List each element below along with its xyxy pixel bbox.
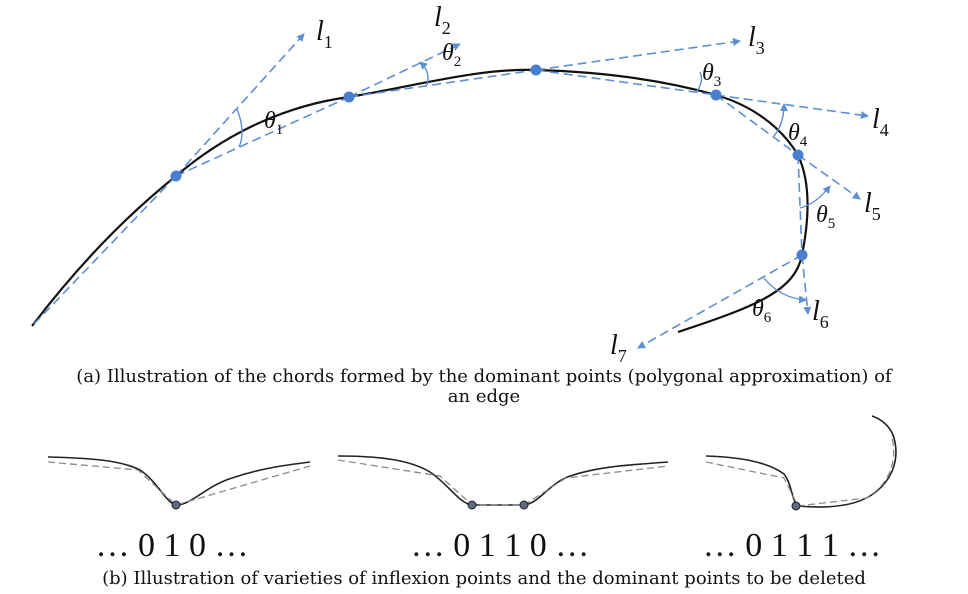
line-l5: [797, 154, 861, 200]
dominant-point-3: [530, 64, 542, 76]
label-theta6: θ6: [752, 296, 772, 326]
chord-3: [535, 69, 717, 96]
panel-b3-chord: [705, 437, 895, 507]
arc-theta6: [763, 277, 807, 304]
panel-b3-curve: [705, 415, 897, 508]
label-l7: l7: [610, 330, 627, 366]
line-l4: [715, 94, 869, 120]
line-l7: [637, 254, 803, 349]
figure-a: l1 l2 l3 l4 l5 l6 l7 θ1 θ2 θ3 θ4 θ5 θ6: [31, 2, 889, 366]
line-l3: [535, 38, 741, 71]
line-l1: [175, 33, 305, 177]
dominant-point-2: [343, 91, 355, 103]
line-l2: [348, 43, 461, 98]
dominant-point-1: [170, 170, 182, 182]
dominant-point-5: [792, 149, 804, 161]
chord-5: [797, 154, 803, 256]
panel-b3-code: … 0 1 1 1 …: [703, 527, 882, 564]
panel-b2-chord: [337, 459, 669, 506]
label-l4: l4: [872, 104, 889, 140]
label-theta3: θ3: [702, 60, 721, 90]
caption-a-line2: an edge: [447, 386, 521, 407]
arc-theta3: [696, 71, 703, 92]
extension-lines: [175, 33, 869, 349]
chord-0: [33, 175, 177, 325]
caption-a-line1: (a) Illustration of the chords formed by…: [76, 366, 892, 387]
panel-b1-point: [171, 500, 181, 510]
label-theta2: θ2: [442, 40, 461, 70]
panel-b1-curve: [47, 456, 311, 506]
panel-b1-code: … 0 1 0 …: [96, 527, 249, 564]
chord-2: [348, 69, 537, 98]
label-l1: l1: [316, 16, 333, 52]
panel-b3: … 0 1 1 1 …: [703, 415, 897, 564]
chord-1: [175, 96, 350, 177]
figure-b: … 0 1 0 … … 0 1 1 0 … … 0 1 1 1 …: [47, 415, 897, 564]
angle-arcs: [236, 61, 831, 304]
panel-b2-code: … 0 1 1 0 …: [411, 527, 590, 564]
arc-theta5: [799, 185, 831, 209]
label-l6: l6: [812, 296, 829, 332]
panel-b2-curve: [337, 455, 669, 506]
panel-b2-point-1: [467, 500, 477, 510]
line-l6: [801, 254, 812, 315]
arc-theta2: [419, 61, 429, 86]
arc-theta1: [236, 108, 243, 148]
label-theta5: θ5: [816, 202, 835, 232]
label-theta4: θ4: [788, 120, 808, 150]
label-l3: l3: [748, 22, 765, 58]
angle-labels: θ1 θ2 θ3 θ4 θ5 θ6: [264, 40, 835, 326]
arc-theta4: [773, 103, 788, 137]
panel-b1: … 0 1 0 …: [47, 456, 311, 564]
line-labels: l1 l2 l3 l4 l5 l6 l7: [316, 2, 889, 366]
chord-4: [715, 94, 799, 156]
chord-polyline: [33, 69, 803, 325]
dominant-point-4: [710, 89, 722, 101]
label-theta1: θ1: [264, 108, 283, 138]
dominant-point-6: [796, 249, 808, 261]
label-l5: l5: [864, 188, 881, 224]
dominant-points: [170, 64, 808, 261]
caption-b: (b) Illustration of varieties of inflexi…: [102, 568, 866, 589]
edge-curve: [31, 68, 809, 334]
panel-b2-point-2: [519, 500, 529, 510]
panel-b1-chord: [47, 461, 311, 506]
panel-b2: … 0 1 1 0 …: [337, 455, 669, 564]
label-l2: l2: [434, 2, 451, 38]
panel-b3-point: [791, 501, 801, 511]
